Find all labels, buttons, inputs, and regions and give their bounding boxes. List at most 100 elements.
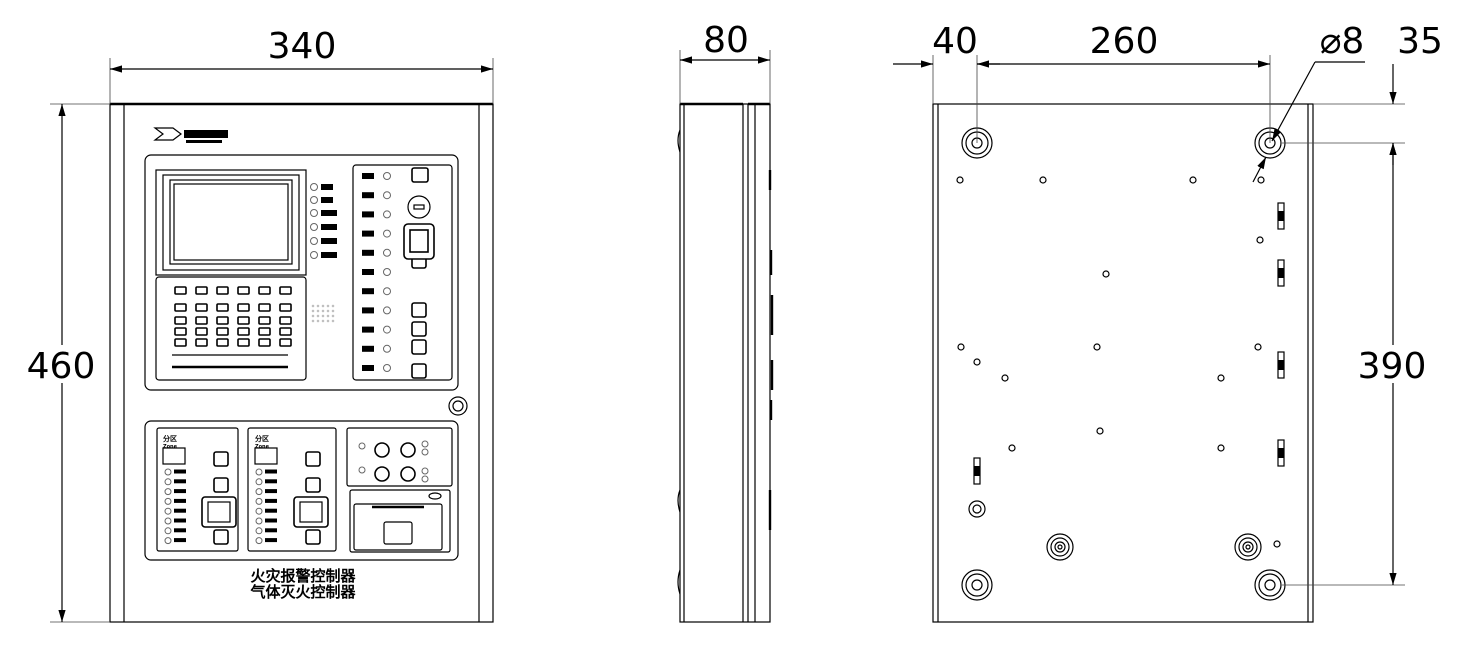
- key-switch[interactable]: [407, 195, 431, 219]
- keypad: [155, 276, 307, 381]
- zone-led: [164, 497, 172, 505]
- speaker-grille: [311, 304, 335, 323]
- function-key[interactable]: [279, 286, 292, 295]
- svg-text:⌀8: ⌀8: [1320, 21, 1365, 62]
- svg-text:460: 460: [27, 346, 96, 387]
- function-key[interactable]: [216, 286, 229, 295]
- svg-text:35: 35: [1397, 21, 1443, 62]
- printer: [349, 489, 451, 553]
- function-key[interactable]: [237, 286, 250, 295]
- keypad-key[interactable]: [237, 327, 250, 336]
- indicator-led: [383, 287, 391, 296]
- zone-1-stop-button[interactable]: [213, 529, 229, 545]
- zone-led: [164, 517, 172, 525]
- dimension-depth: 80: [679, 20, 771, 104]
- zone-2-button[interactable]: [305, 451, 321, 467]
- keypad-key[interactable]: [258, 327, 271, 336]
- svg-text:Zone: Zone: [163, 444, 178, 450]
- zone-1-start-button[interactable]: [201, 496, 237, 528]
- zone-led: [164, 468, 172, 476]
- control-button[interactable]: [411, 363, 427, 379]
- keypad-key[interactable]: [279, 338, 292, 347]
- zone-led: [255, 488, 263, 496]
- keypad-key[interactable]: [174, 327, 187, 336]
- zone-led: [255, 497, 263, 505]
- control-indicators: [362, 167, 429, 379]
- zone-2-button-2[interactable]: [305, 477, 321, 493]
- indicator-led: [383, 191, 391, 200]
- mode-panel: [346, 427, 453, 487]
- keypad-key[interactable]: [216, 327, 229, 336]
- control-button[interactable]: [411, 302, 427, 318]
- svg-text:390: 390: [1358, 346, 1427, 387]
- function-key[interactable]: [174, 286, 187, 295]
- zone-1-button-2[interactable]: [213, 477, 229, 493]
- indicator-led: [383, 344, 391, 353]
- side-view: 80: [677, 20, 774, 623]
- keypad-key[interactable]: [258, 303, 271, 312]
- keypad-key[interactable]: [216, 338, 229, 347]
- dimension-hole-spacing-horizontal: 260: [977, 21, 1271, 143]
- indicator-led: [383, 306, 391, 315]
- zone-1-button[interactable]: [213, 451, 229, 467]
- keypad-key[interactable]: [258, 338, 271, 347]
- zone-label: 分区: [163, 434, 177, 443]
- svg-text:80: 80: [703, 20, 749, 61]
- zone-2-stop-button[interactable]: [305, 529, 321, 545]
- keypad-key[interactable]: [279, 327, 292, 336]
- keypad-key[interactable]: [174, 316, 187, 325]
- keypad-key[interactable]: [216, 303, 229, 312]
- keypad-key[interactable]: [174, 338, 187, 347]
- keypad-key[interactable]: [237, 303, 250, 312]
- zone-panel-1: 分区 Zone: [156, 427, 239, 552]
- indicator-led: [383, 248, 391, 257]
- zone-led: [255, 468, 263, 476]
- indicator-led: [383, 172, 391, 180]
- zone-led: [164, 478, 172, 486]
- indicator-led: [383, 325, 391, 334]
- keypad-key[interactable]: [195, 303, 208, 312]
- door-lock-icon: [448, 396, 468, 416]
- svg-text:260: 260: [1090, 21, 1159, 62]
- lcd-screen: [169, 179, 293, 265]
- keypad-key[interactable]: [195, 327, 208, 336]
- function-key[interactable]: [195, 286, 208, 295]
- front-view: 分区 Zone 分区 Zone: [27, 26, 494, 623]
- keypad-keys: [174, 286, 292, 347]
- keypad-key[interactable]: [174, 303, 187, 312]
- control-button[interactable]: [411, 339, 427, 355]
- mode-button-1[interactable]: [374, 442, 390, 458]
- keypad-key[interactable]: [237, 338, 250, 347]
- mounting-hole: [961, 569, 993, 601]
- indicator-led: [383, 210, 391, 219]
- keypad-key[interactable]: [279, 316, 292, 325]
- zone-label: 分区: [255, 434, 269, 443]
- device-title-line1: 火灾报警控制器: [250, 567, 356, 585]
- zone-led: [255, 527, 263, 535]
- control-panel: [352, 164, 453, 381]
- control-button[interactable]: [411, 321, 427, 337]
- indicator-led: [383, 364, 391, 372]
- zone-2-start-button[interactable]: [293, 496, 329, 528]
- keypad-key[interactable]: [216, 316, 229, 325]
- svg-text:40: 40: [932, 21, 978, 62]
- keypad-key[interactable]: [279, 303, 292, 312]
- mounting-holes: [956, 127, 1286, 601]
- indicator-led: [383, 268, 391, 276]
- function-key[interactable]: [258, 286, 271, 295]
- keypad-key[interactable]: [195, 316, 208, 325]
- silence-button[interactable]: [411, 167, 429, 183]
- keypad-key[interactable]: [237, 316, 250, 325]
- mode-button-2[interactable]: [400, 442, 416, 458]
- keypad-key[interactable]: [195, 338, 208, 347]
- screen-bezel: [155, 169, 307, 276]
- mode-button-4[interactable]: [400, 466, 416, 482]
- dimension-height: 460: [27, 103, 110, 623]
- zone-led: [164, 507, 172, 515]
- zone-panel-2: 分区 Zone: [247, 427, 337, 552]
- dimension-hole-spacing-vertical: 390: [1282, 143, 1427, 586]
- mode-button-3[interactable]: [374, 466, 390, 482]
- keypad-key[interactable]: [258, 316, 271, 325]
- dimension-width: 340: [109, 26, 494, 104]
